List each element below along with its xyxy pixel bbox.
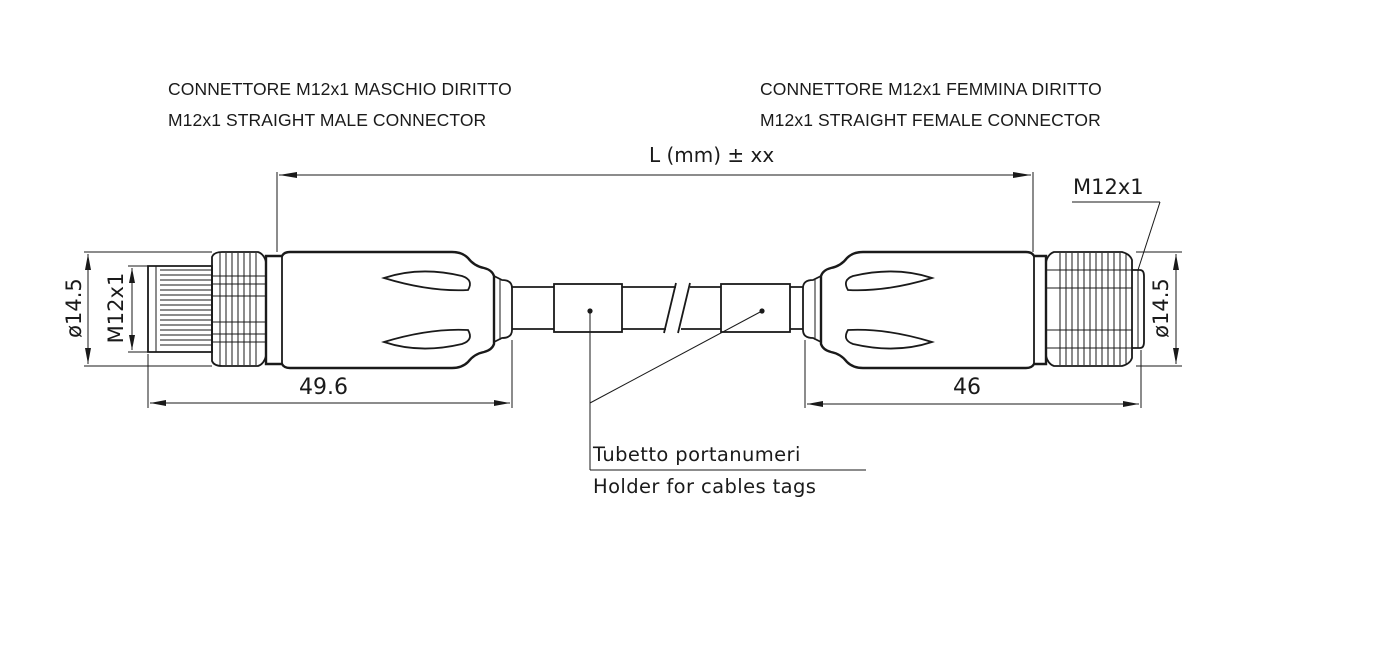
female-nut-knurl [1046, 253, 1132, 365]
overall-length-label: L (mm) ± xx [649, 143, 775, 167]
left-diameter-label: ø14.5 [62, 278, 86, 338]
male-connector [147, 250, 513, 370]
female-connector [802, 250, 1145, 370]
female-length-label: 46 [953, 375, 981, 400]
cable-tag-holders [553, 283, 791, 333]
tag-holder-label-en: Holder for cables tags [593, 475, 817, 498]
male-length-dimension [147, 340, 513, 408]
female-connector-title-en: M12x1 STRAIGHT FEMALE CONNECTOR [760, 110, 1101, 130]
right-diameter-label: ø14.5 [1149, 278, 1173, 338]
male-thread-lines [160, 269, 212, 346]
thread-leader-right [1072, 201, 1161, 271]
male-nut-knurl [212, 253, 266, 365]
male-connector-title-it: CONNETTORE M12x1 MASCHIO DIRITTO [168, 79, 512, 99]
male-length-label: 49.6 [299, 375, 348, 400]
tag-holder-label-it: Tubetto portanumeri [593, 443, 801, 466]
left-thread-label: M12x1 [104, 272, 128, 344]
overall-length-dimension [276, 172, 1034, 252]
female-length-dimension [804, 340, 1142, 408]
male-connector-title-en: M12x1 STRAIGHT MALE CONNECTOR [168, 110, 487, 130]
female-connector-title-it: CONNETTORE M12x1 FEMMINA DIRITTO [760, 79, 1102, 99]
tag-holder-leader [589, 310, 866, 471]
right-thread-label: M12x1 [1073, 175, 1144, 199]
